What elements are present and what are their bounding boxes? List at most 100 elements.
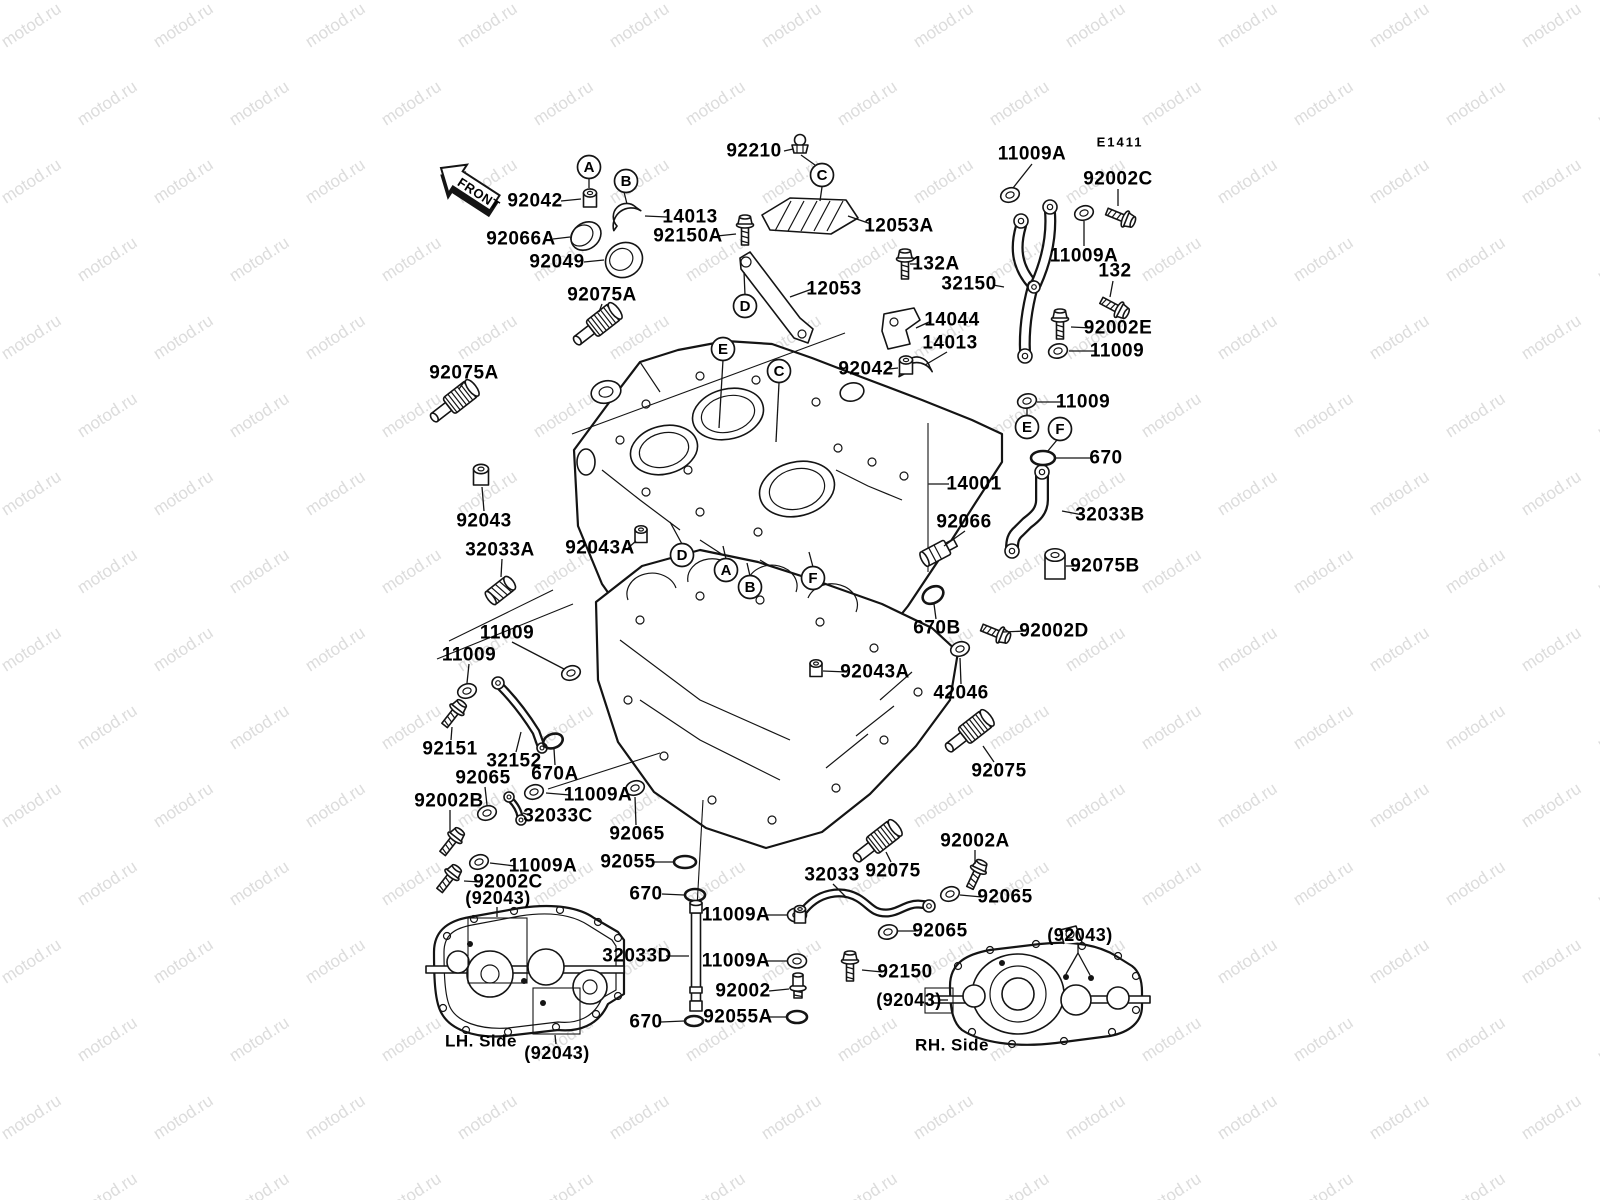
watermark-text: motod.ru	[1062, 1091, 1129, 1143]
path	[1101, 298, 1116, 310]
watermark-text: motod.ru	[1594, 701, 1600, 753]
ellipse	[1004, 632, 1012, 644]
watermark-text: motod.ru	[682, 1169, 749, 1200]
part-label: 32033A	[465, 540, 535, 561]
leader-line	[1002, 630, 1027, 633]
part-bolt-icon	[1098, 296, 1131, 320]
circle	[797, 329, 807, 339]
callout-c: C	[809, 162, 835, 188]
ellipse	[1022, 397, 1032, 405]
circle	[740, 256, 752, 268]
part-label: 92002D	[1019, 621, 1089, 642]
watermark-text: motod.ru	[1366, 779, 1433, 831]
part-oring-icon	[683, 1014, 705, 1028]
callout-letter: E	[718, 341, 728, 358]
watermark-text: motod.ru	[1518, 623, 1585, 675]
line	[456, 386, 471, 403]
watermark-text: motod.ru	[0, 779, 64, 831]
ellipse	[1079, 209, 1089, 217]
part-splined-plug-icon	[944, 708, 995, 753]
part-bracket-icon	[881, 307, 921, 350]
ellipse	[634, 524, 648, 535]
watermark-text: motod.ru	[910, 155, 977, 207]
bolt-dot	[540, 1000, 546, 1006]
watermark-text: motod.ru	[454, 1091, 521, 1143]
part-label: 92210	[726, 141, 781, 162]
watermark-text: motod.ru	[1518, 155, 1585, 207]
ellipse	[529, 788, 539, 796]
part-label: 132A	[912, 254, 959, 275]
pipe-eyelet	[503, 791, 515, 803]
lh-cover-drawing	[425, 904, 626, 1038]
watermark-text: motod.ru	[1138, 1169, 1205, 1200]
ellipse	[468, 853, 490, 871]
part-label: 11009	[480, 623, 534, 644]
part-label: 12053	[806, 279, 861, 300]
circle	[793, 133, 807, 147]
part-threaded-plug-icon	[484, 575, 517, 606]
part-washer-icon	[1016, 393, 1038, 409]
ellipse	[542, 732, 564, 750]
watermark-text: motod.ru	[758, 0, 825, 51]
line	[962, 723, 976, 741]
polygon	[761, 197, 859, 235]
pipe-eyelet-hole	[926, 903, 932, 909]
path	[928, 544, 943, 563]
watermark-text: motod.ru	[226, 1169, 293, 1200]
part-label: 32150	[941, 274, 996, 295]
watermark-text: motod.ru	[0, 1091, 64, 1143]
line	[870, 833, 884, 851]
watermark-text: motod.ru	[986, 1169, 1053, 1200]
line	[876, 828, 890, 846]
part-label: 32033D	[602, 946, 672, 967]
ellipse	[898, 355, 914, 365]
path	[796, 145, 804, 153]
part-halfring-icon	[612, 202, 642, 232]
leader-line	[463, 880, 481, 883]
line	[490, 586, 504, 599]
leader-line	[634, 796, 637, 826]
part-label: 11009A	[702, 905, 771, 926]
watermark-text: motod.ru	[1290, 389, 1357, 441]
part-label: 92075A	[429, 363, 499, 384]
watermark-text: motod.ru	[1290, 857, 1357, 909]
watermark-text: motod.ru	[1518, 1091, 1585, 1143]
ellipse	[785, 1009, 809, 1025]
callout-e: E	[1014, 414, 1040, 440]
pipe-eyelet	[1034, 464, 1050, 480]
part-label: 92065	[977, 887, 1032, 908]
pipe-eyelet-hole	[518, 817, 524, 823]
part-label: 11009A	[564, 785, 633, 806]
callout-letter: B	[745, 579, 756, 596]
leader-line	[775, 382, 780, 443]
leader-line	[522, 812, 533, 817]
watermark-text: motod.ru	[302, 155, 369, 207]
part-bolt-icon	[735, 214, 755, 246]
watermark-text: motod.ru	[226, 545, 293, 597]
ellipse	[1047, 343, 1069, 359]
callout-letter: A	[584, 159, 595, 176]
watermark-text: motod.ru	[1442, 77, 1509, 129]
watermark-text: motod.ru	[834, 77, 901, 129]
watermark-text: motod.ru	[834, 1169, 901, 1200]
hatch-line	[787, 200, 805, 232]
ellipse	[637, 527, 645, 532]
leader-line	[627, 540, 637, 549]
watermark-text: motod.ru	[1518, 467, 1585, 519]
callout-circle	[800, 565, 826, 591]
leader-line	[644, 215, 668, 218]
callout-b: B	[737, 574, 763, 600]
ellipse	[462, 687, 472, 695]
line	[447, 393, 461, 411]
line	[494, 583, 508, 596]
watermark-text: motod.ru	[1138, 77, 1205, 129]
part-bolt-icon	[979, 623, 1012, 644]
ellipse	[672, 854, 698, 870]
part-label: 92042	[838, 359, 893, 380]
callout-circle	[732, 293, 758, 319]
pipe-eyelet-hole	[1046, 203, 1054, 211]
callout-circle	[576, 154, 602, 180]
leader-line	[554, 1034, 557, 1045]
leader-line	[1077, 952, 1091, 976]
ellipse	[1050, 551, 1060, 559]
